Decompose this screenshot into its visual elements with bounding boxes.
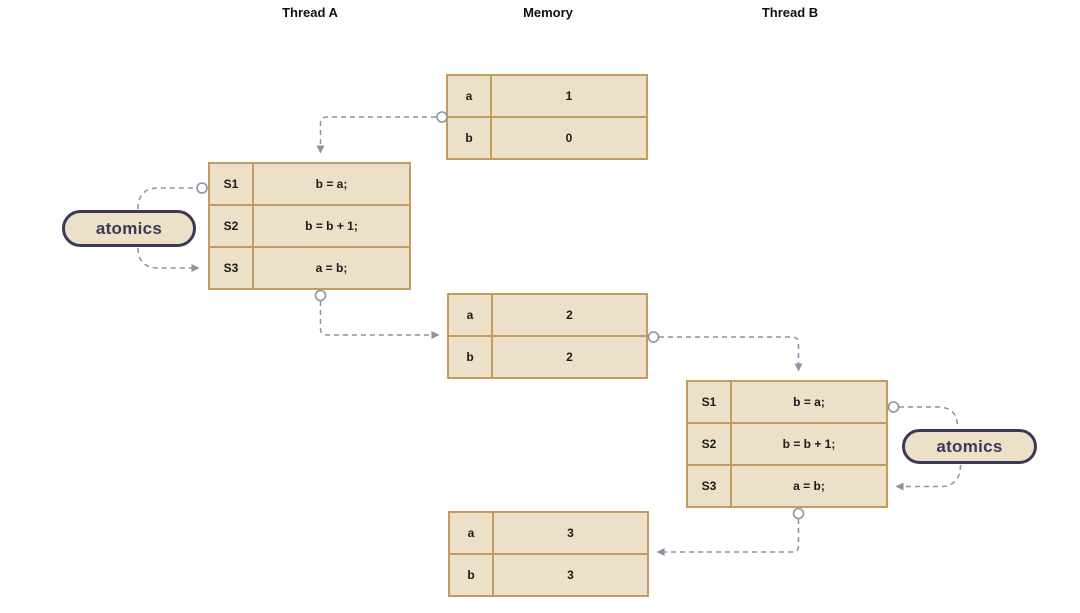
connector-atomics-right-to-s1	[899, 406, 959, 428]
connector-atomics-left-to-s3	[137, 247, 200, 272]
connector-origin-dot	[647, 331, 660, 343]
table-row: b 3	[450, 553, 647, 595]
connector-origin-dot	[887, 401, 900, 413]
statement-label: S1	[688, 382, 732, 422]
table-row: S3 a = b;	[210, 246, 409, 288]
statement-label: S1	[210, 164, 254, 204]
thread-a-table: S1 b = a; S2 b = b + 1; S3 a = b;	[208, 162, 411, 290]
atomics-badge-right: atomics	[902, 429, 1037, 464]
statement-code: a = b;	[315, 261, 348, 275]
table-row: S1 b = a;	[688, 382, 886, 422]
statement-code: a = b;	[793, 479, 825, 493]
table-row: b 2	[449, 335, 646, 377]
table-row: b 0	[448, 116, 646, 158]
memory-var-name: a	[449, 295, 493, 335]
memory-var-name: a	[448, 76, 492, 116]
memory-var-name: b	[449, 337, 493, 377]
memory-header: Memory	[523, 5, 573, 20]
table-row: a 1	[448, 76, 646, 116]
connector-origin-dot	[196, 182, 208, 194]
table-row: S3 a = b;	[688, 464, 886, 506]
connector-memory-mid-to-thread-b	[659, 336, 803, 372]
statement-code: b = b + 1;	[782, 437, 836, 451]
table-row: a 2	[449, 295, 646, 335]
memory-var-value: 2	[566, 350, 573, 364]
thread-b-table: S1 b = a; S2 b = b + 1; S3 a = b;	[686, 380, 888, 508]
statement-code: b = a;	[793, 395, 825, 409]
memory-var-value: 3	[567, 568, 574, 582]
statement-code: b = b + 1;	[305, 219, 358, 233]
atomics-badge-left: atomics	[62, 210, 196, 247]
statement-label: S2	[210, 206, 254, 246]
connector-memory-initial-to-thread-a	[316, 116, 436, 154]
memory-var-name: b	[450, 555, 494, 595]
table-row: S2 b = b + 1;	[688, 422, 886, 464]
memory-table-final: a 3 b 3	[448, 511, 649, 597]
memory-var-value: 3	[567, 526, 574, 540]
connector-origin-dot	[792, 507, 805, 520]
statement-code: b = a;	[315, 177, 348, 191]
connector-thread-a-to-memory-mid	[319, 301, 440, 339]
connector-thread-b-to-memory-final	[656, 519, 800, 556]
connector-origin-dot	[314, 289, 327, 302]
memory-table-after-thread-a: a 2 b 2	[447, 293, 648, 379]
table-row: a 3	[450, 513, 647, 553]
connector-atomics-left-to-s1	[137, 187, 196, 210]
statement-label: S3	[688, 466, 732, 506]
memory-var-value: 0	[565, 131, 573, 145]
statement-label: S2	[688, 424, 732, 464]
thread-b-header: Thread B	[761, 5, 819, 20]
table-row: S1 b = a;	[210, 164, 409, 204]
table-row: S2 b = b + 1;	[210, 204, 409, 246]
connector-atomics-right-to-s3	[895, 464, 962, 491]
memory-var-value: 2	[566, 308, 573, 322]
thread-a-header: Thread A	[282, 5, 338, 20]
memory-var-value: 1	[565, 89, 573, 103]
statement-label: S3	[210, 248, 254, 288]
memory-var-name: a	[450, 513, 494, 553]
memory-var-name: b	[448, 118, 492, 158]
memory-table-initial: a 1 b 0	[446, 74, 648, 160]
